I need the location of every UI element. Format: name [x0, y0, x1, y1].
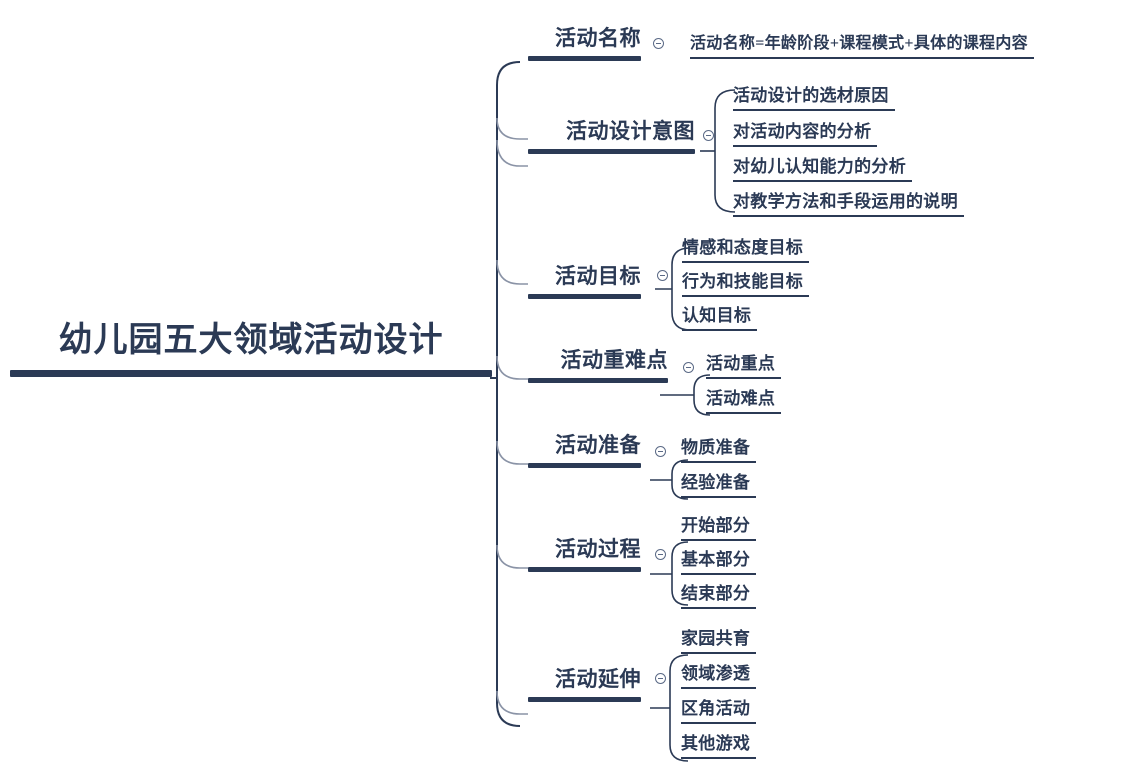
leaf-node[interactable]: 领域渗透: [681, 662, 757, 689]
collapse-minus-icon[interactable]: [657, 270, 668, 281]
leaf-node[interactable]: 结束部分: [681, 582, 757, 609]
root-underline: [10, 370, 492, 377]
leaf-node[interactable]: 活动重点: [706, 352, 782, 379]
leaf-node[interactable]: 区角活动: [681, 697, 757, 724]
leaf-label: 对教学方法和手段运用的说明: [733, 192, 958, 211]
leaf-label: 活动名称=年龄阶段+课程模式+具体的课程内容: [690, 35, 1028, 52]
leaf-label: 领域渗透: [681, 664, 751, 683]
leaf-underline: [733, 180, 912, 182]
branch-underline-6: [528, 567, 641, 572]
leaf-label: 对活动内容的分析: [733, 122, 872, 141]
leaf-underline: [733, 109, 895, 111]
root-title: 幼儿园五大领域活动设计: [58, 322, 444, 359]
leaf-node[interactable]: 对幼儿认知能力的分析: [733, 155, 912, 182]
collapse-minus-icon[interactable]: [655, 446, 666, 457]
leaf-node[interactable]: 开始部分: [681, 514, 757, 541]
leaf-underline: [733, 215, 964, 217]
branch-underline-2: [528, 149, 695, 154]
leaf-underline: [682, 329, 758, 331]
branch-underline-4: [528, 378, 668, 383]
leaf-underline: [681, 722, 757, 724]
collapse-minus-icon[interactable]: [683, 362, 694, 373]
leaf-label: 活动难点: [706, 389, 776, 408]
leaf-underline: [690, 57, 1034, 59]
leaf-label: 行为和技能目标: [682, 272, 804, 291]
leaf-node[interactable]: 认知目标: [682, 304, 758, 331]
leaf-node[interactable]: 对教学方法和手段运用的说明: [733, 190, 964, 217]
root-node[interactable]: 幼儿园五大领域活动设计: [10, 318, 492, 377]
branch-title-2: 活动设计意图: [566, 119, 695, 143]
leaf-underline: [681, 687, 757, 689]
leaf-underline: [706, 377, 782, 379]
collapse-minus-icon[interactable]: [653, 38, 664, 49]
leaf-node[interactable]: 活动难点: [706, 387, 782, 414]
leaf-underline: [681, 652, 757, 654]
leaf-label: 认知目标: [682, 306, 752, 325]
collapse-minus-icon[interactable]: [703, 130, 714, 141]
leaf-label: 情感和态度目标: [682, 238, 804, 257]
leaf-node[interactable]: 经验准备: [681, 471, 757, 498]
leaf-underline: [681, 757, 757, 759]
leaf-node[interactable]: 情感和态度目标: [682, 236, 810, 263]
branch-underline-7: [528, 697, 641, 702]
leaf-underline: [681, 539, 757, 541]
branch-title-1: 活动名称: [555, 26, 641, 50]
leaf-label: 家园共育: [681, 629, 751, 648]
leaf-node[interactable]: 家园共育: [681, 627, 757, 654]
branch-underline-1: [528, 56, 641, 61]
leaf-label: 区角活动: [681, 699, 751, 718]
branch-title-5: 活动准备: [555, 433, 641, 457]
branch-title-6: 活动过程: [555, 537, 641, 561]
branch-title-7: 活动延伸: [555, 667, 641, 691]
leaf-underline: [706, 412, 782, 414]
leaf-node[interactable]: 对活动内容的分析: [733, 120, 878, 147]
leaf-node[interactable]: 活动名称=年龄阶段+课程模式+具体的课程内容: [690, 32, 1034, 59]
branch-underline-5: [528, 463, 641, 468]
leaf-label: 活动重点: [706, 354, 776, 373]
leaf-label: 对幼儿认知能力的分析: [733, 157, 906, 176]
leaf-node[interactable]: 其他游戏: [681, 732, 757, 759]
collapse-minus-icon[interactable]: [655, 549, 666, 560]
branch-title-4: 活动重难点: [560, 348, 668, 372]
leaf-underline: [681, 461, 757, 463]
leaf-label: 结束部分: [681, 584, 751, 603]
leaf-label: 经验准备: [681, 473, 751, 492]
leaf-underline: [733, 145, 878, 147]
leaf-node[interactable]: 活动设计的选材原因: [733, 84, 895, 111]
leaf-underline: [681, 573, 757, 575]
leaf-underline: [682, 295, 810, 297]
leaf-node[interactable]: 基本部分: [681, 548, 757, 575]
leaf-label: 其他游戏: [681, 734, 751, 753]
collapse-minus-icon[interactable]: [655, 673, 666, 684]
leaf-underline: [681, 607, 757, 609]
leaf-label: 活动设计的选材原因: [733, 86, 889, 105]
leaf-underline: [682, 261, 810, 263]
branch-underline-3: [528, 294, 641, 299]
leaf-label: 基本部分: [681, 550, 751, 569]
leaf-underline: [681, 496, 757, 498]
leaf-label: 开始部分: [681, 516, 751, 535]
branch-title-3: 活动目标: [555, 264, 641, 288]
leaf-node[interactable]: 物质准备: [681, 436, 757, 463]
leaf-label: 物质准备: [681, 438, 751, 457]
leaf-node[interactable]: 行为和技能目标: [682, 270, 810, 297]
